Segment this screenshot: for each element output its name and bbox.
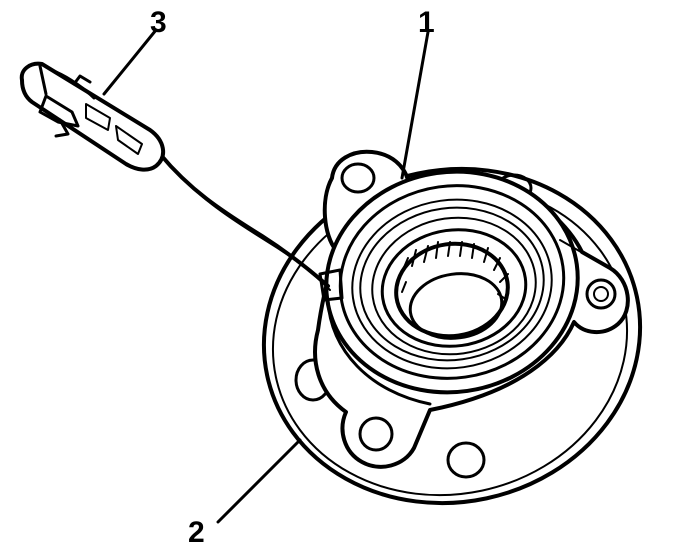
- sensor-connector: [19, 61, 166, 172]
- leader-line-1: [400, 30, 430, 180]
- wheel-speed-sensor: [19, 61, 344, 302]
- callout-1: 1: [418, 6, 435, 39]
- bearing-assembly: [324, 169, 589, 406]
- callout-2: 2: [188, 516, 205, 549]
- callout-3: 3: [150, 6, 167, 39]
- leader-lines: [102, 28, 430, 524]
- leader-line-2: [216, 438, 302, 524]
- leader-line-3: [102, 28, 158, 96]
- splined-bore: [394, 241, 510, 340]
